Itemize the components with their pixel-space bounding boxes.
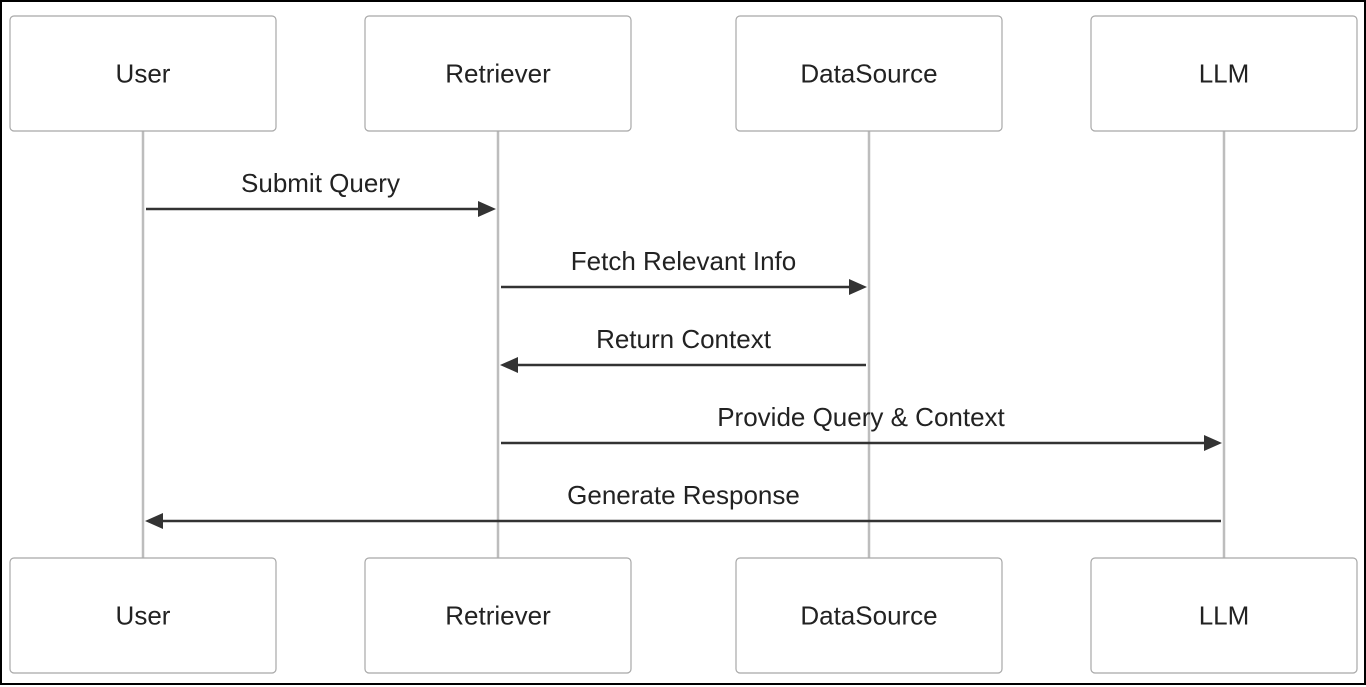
actor-box <box>364 15 632 132</box>
actor-datasource-bottom: DataSource <box>735 557 1003 674</box>
actors-bottom: User Retriever DataSource LLM <box>9 557 1358 674</box>
actor-box <box>9 557 277 674</box>
message-3: Provide Query & Context <box>501 402 1222 451</box>
actor-label: User <box>116 601 171 631</box>
actor-box <box>364 557 632 674</box>
message-4: Generate Response <box>145 480 1221 529</box>
actor-box <box>1090 557 1358 674</box>
actor-box <box>9 15 277 132</box>
actor-label: Retriever <box>445 601 551 631</box>
actor-llm-top: LLM <box>1090 15 1358 132</box>
actor-box <box>735 557 1003 674</box>
arrowhead-icon <box>1204 435 1222 451</box>
message-2: Return Context <box>500 324 866 373</box>
arrowhead-icon <box>145 513 163 529</box>
actor-datasource-top: DataSource <box>735 15 1003 132</box>
actor-retriever-bottom: Retriever <box>364 557 632 674</box>
actors-top: User Retriever DataSource LLM <box>9 15 1358 132</box>
actor-llm-bottom: LLM <box>1090 557 1358 674</box>
lifelines <box>141 131 1226 558</box>
actor-label: DataSource <box>800 601 937 631</box>
message-label: Fetch Relevant Info <box>571 246 796 276</box>
arrowhead-icon <box>849 279 867 295</box>
actor-label: LLM <box>1199 601 1250 631</box>
actor-label: DataSource <box>800 59 937 89</box>
arrowhead-icon <box>478 201 496 217</box>
actor-box <box>1090 15 1358 132</box>
actor-label: Retriever <box>445 59 551 89</box>
message-label: Return Context <box>596 324 772 354</box>
actor-user-top: User <box>9 15 277 132</box>
message-label: Generate Response <box>567 480 800 510</box>
actor-retriever-top: Retriever <box>364 15 632 132</box>
message-0: Submit Query <box>146 168 496 217</box>
actor-user-bottom: User <box>9 557 277 674</box>
message-label: Provide Query & Context <box>717 402 1005 432</box>
actor-box <box>735 15 1003 132</box>
arrowhead-icon <box>500 357 518 373</box>
message-label: Submit Query <box>241 168 400 198</box>
message-1: Fetch Relevant Info <box>501 246 867 295</box>
actor-label: User <box>116 59 171 89</box>
actor-label: LLM <box>1199 59 1250 89</box>
